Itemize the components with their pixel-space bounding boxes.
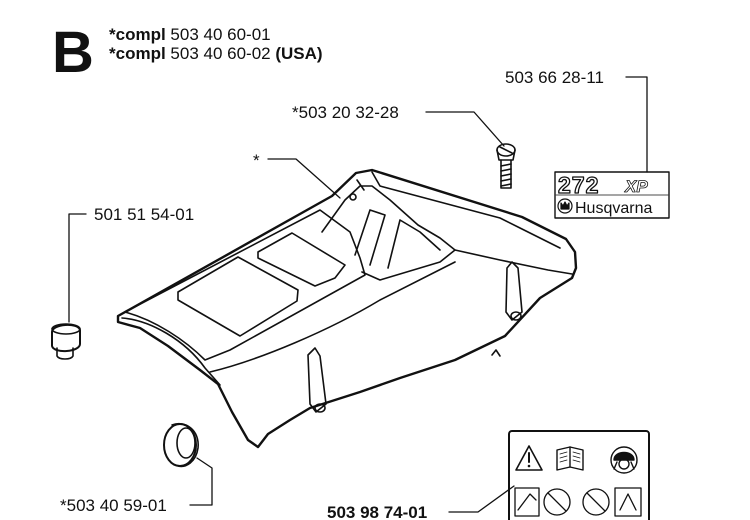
plug-stem bbox=[56, 347, 74, 360]
model-decal: 272 XP Husqvarna bbox=[554, 171, 670, 219]
two-hands-icon bbox=[582, 488, 610, 516]
leader-grommet bbox=[189, 457, 213, 506]
warning-triangle-icon bbox=[515, 445, 543, 471]
cover-lower-contour bbox=[209, 261, 456, 373]
husqvarna-crown-icon bbox=[557, 198, 573, 214]
decal-brand: Husqvarna bbox=[575, 200, 652, 217]
label-screw: *503 20 32-28 bbox=[292, 103, 399, 122]
model-decal-border bbox=[554, 171, 670, 219]
cover-right-contour bbox=[454, 249, 573, 275]
chain-hazard-icon bbox=[614, 487, 642, 517]
decal-model-suffix: XP bbox=[624, 177, 648, 196]
grommet-inner bbox=[176, 427, 196, 459]
compl-prefix-1: *compl bbox=[109, 25, 166, 44]
assembly-line-2: *compl 503 40 60-02 (USA) bbox=[109, 44, 323, 63]
leader-cover bbox=[267, 158, 341, 199]
leader-lines bbox=[68, 76, 648, 513]
plug-drawing bbox=[51, 323, 81, 360]
boss-left-front-hole bbox=[314, 403, 326, 413]
label-grommet: *503 40 59-01 bbox=[60, 496, 167, 515]
cover-hump-inner-2 bbox=[387, 219, 441, 269]
cover-outline bbox=[116, 168, 578, 449]
boss-right-rear bbox=[505, 261, 523, 321]
screw-threads bbox=[500, 163, 512, 187]
label-cover: * bbox=[253, 151, 260, 170]
leader-decal-model bbox=[625, 76, 648, 173]
label-warning-decal: 503 98 74-01 bbox=[327, 503, 427, 520]
boss-center-notch bbox=[491, 349, 501, 357]
no-one-hand-icon bbox=[543, 488, 571, 516]
grommet-drawing bbox=[163, 423, 199, 468]
cover-hump-ridge bbox=[371, 171, 561, 249]
label-decal-model: 503 66 28-11 bbox=[505, 68, 604, 87]
cover-front-edge bbox=[121, 317, 221, 386]
label-plug: 501 51 54-01 bbox=[94, 205, 194, 224]
section-letter: B bbox=[52, 20, 94, 85]
warning-decal-border bbox=[508, 430, 650, 520]
assembly-number-1: 503 40 60-01 bbox=[170, 25, 271, 44]
assembly-line-1: *compl 503 40 60-01 bbox=[109, 25, 323, 44]
plug-top bbox=[51, 323, 81, 335]
cover-screw-hole bbox=[349, 193, 357, 201]
cover-top-plate bbox=[124, 209, 366, 361]
leader-warning-decal bbox=[448, 485, 515, 513]
plug-cap bbox=[51, 324, 81, 352]
compl-prefix-2: *compl bbox=[109, 44, 166, 63]
manual-book-icon bbox=[556, 446, 584, 471]
cover-window-right bbox=[257, 232, 346, 287]
protective-helmet-icon bbox=[610, 446, 638, 474]
cover-hump bbox=[321, 185, 456, 281]
boss-right-rear-hole bbox=[510, 311, 522, 321]
screw-drawing bbox=[496, 143, 516, 189]
cover-hump-inner bbox=[354, 209, 386, 266]
screw-head-side bbox=[496, 149, 516, 161]
cover-window-left bbox=[177, 256, 299, 337]
boss-left-front bbox=[307, 347, 327, 413]
cover-hump-ridge-2 bbox=[356, 179, 365, 191]
leader-plug bbox=[68, 213, 87, 323]
cylinder-cover-drawing bbox=[116, 168, 578, 449]
leader-screw bbox=[425, 111, 505, 147]
screw-slot bbox=[499, 146, 513, 154]
usa-suffix: (USA) bbox=[275, 44, 323, 63]
decal-model-number: 272 bbox=[558, 172, 599, 198]
grommet-depth bbox=[171, 423, 199, 468]
kickback-icon bbox=[514, 487, 540, 517]
warning-decal bbox=[508, 430, 650, 520]
hazard-icons-row bbox=[514, 487, 642, 517]
assembly-header: *compl 503 40 60-01 *compl 503 40 60-02 … bbox=[109, 25, 323, 63]
assembly-number-2: 503 40 60-02 bbox=[170, 44, 271, 63]
